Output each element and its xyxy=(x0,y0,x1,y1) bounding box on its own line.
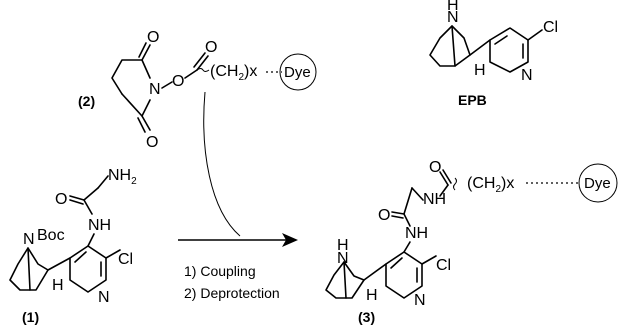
ester-carbonyl-2 xyxy=(193,52,206,68)
starting-material: NH2 O NH N Cl N Boc H (1) xyxy=(9,167,137,325)
imide-carbonyl-top-2 xyxy=(138,42,147,58)
amide-c-n-bond xyxy=(83,199,93,215)
label-epb: EPB xyxy=(458,92,487,108)
atom-n-pyridine-epb: N xyxy=(521,67,533,84)
wedge-start xyxy=(47,257,71,271)
pyridine-inner-epb-1 xyxy=(494,35,508,45)
linker-carbonyl-2 xyxy=(442,169,452,184)
dye-circle-reagent xyxy=(279,53,317,91)
dye-label-product: Dye xyxy=(584,175,611,192)
wedge-product xyxy=(363,263,387,281)
ester-carbonyl xyxy=(196,55,209,71)
amide-carbonyl-2 xyxy=(69,199,84,205)
atom-o-amide-product: O xyxy=(378,207,390,224)
nhs-ester-reagent: (2) O O N O O (CH2)x Dye xyxy=(78,29,317,151)
atom-nh-epb: N xyxy=(447,9,459,26)
atom-n-pyridine-product: N xyxy=(414,292,426,309)
product-amide-c-n xyxy=(403,213,411,227)
atom-h-start: H xyxy=(52,277,64,294)
reagent-curve xyxy=(203,91,241,237)
atom-o-imide-top: O xyxy=(147,29,159,46)
pyridine-ring-epb xyxy=(489,27,529,73)
pyridine-ring-product xyxy=(385,251,423,299)
product-amide-carbonyl-2 xyxy=(391,215,404,219)
atom-h-product: H xyxy=(366,287,378,304)
dye-label-reagent: Dye xyxy=(284,64,311,81)
epb-structure: N H H N Cl EPB xyxy=(429,0,558,108)
o-c-bond xyxy=(184,69,198,79)
atom-cl-start: Cl xyxy=(118,251,133,268)
amide-ch2-bond xyxy=(83,187,99,201)
nh-ch2-bond xyxy=(411,187,424,201)
boc-group: Boc xyxy=(37,227,65,244)
c-cl-bond-epb xyxy=(527,29,543,41)
imide-carbonyl-top xyxy=(141,44,151,61)
atom-o-imide-bottom: O xyxy=(146,134,158,151)
n-o-bond xyxy=(161,81,173,89)
ch2-amide-bond xyxy=(403,187,413,215)
label-product: (3) xyxy=(358,309,375,325)
bicycle-bridge-start xyxy=(27,247,31,291)
linker-carbonyl xyxy=(439,171,449,186)
wavy-bond xyxy=(196,68,210,72)
ch2-nh2-bond xyxy=(97,175,109,189)
atom-n-imide: N xyxy=(149,81,161,98)
condition-step-2: 2) Deprotection xyxy=(184,285,280,301)
linker-ch2-product: (CH2)x xyxy=(467,175,514,195)
bicycle-ring-start xyxy=(9,247,49,291)
atom-o-ester: O xyxy=(172,73,184,90)
product-nh-ring-bond xyxy=(403,241,411,253)
bicycle-ring-product xyxy=(325,261,365,299)
atom-n-pyridine-start: N xyxy=(98,289,110,306)
atom-nh-amide-product: NH xyxy=(405,225,428,242)
c-cl-bond-start xyxy=(105,249,121,259)
pyridine-inner-product-1 xyxy=(390,257,403,269)
atom-h-epb-top: H xyxy=(447,0,459,14)
atom-cl-product: Cl xyxy=(436,257,451,274)
linker-ch2: (CH2)x xyxy=(210,63,257,83)
condition-step-1: 1) Coupling xyxy=(184,263,256,279)
succinimide-ring xyxy=(111,59,151,95)
atom-n-boc: N xyxy=(23,231,35,248)
wedge-epb xyxy=(469,39,491,56)
atom-n-product-bicycle: N xyxy=(337,250,349,267)
bicycle-bridge-product xyxy=(343,261,347,299)
imide-carbonyl-bottom xyxy=(141,115,151,131)
product-amide-carbonyl xyxy=(391,211,405,215)
arrowhead xyxy=(282,233,298,247)
product: O (CH2)x Dye NH O NH N Cl H N H (3 xyxy=(325,159,618,325)
atom-nh-product-linker: NH xyxy=(423,191,446,208)
label-start: (1) xyxy=(22,309,39,325)
nh-ring-bond xyxy=(87,233,95,247)
succinimide-ring-lower xyxy=(121,93,151,117)
atom-nh2: NH2 xyxy=(108,167,137,187)
bicycle-bridge-epb xyxy=(451,25,456,67)
atom-o-amide-start: O xyxy=(55,191,67,208)
atom-o-product-linker: O xyxy=(429,159,441,176)
atom-nh-amide-start: NH xyxy=(88,217,111,234)
wavy-bond-product xyxy=(453,177,457,191)
pyridine-inner-start-1 xyxy=(74,251,87,263)
amide-carbonyl xyxy=(69,195,85,201)
atom-o-ester-carbonyl: O xyxy=(205,39,217,56)
pyridine-ring-start xyxy=(69,245,107,293)
dye-circle-product xyxy=(578,163,618,203)
label-reagent: (2) xyxy=(78,93,95,109)
reaction-arrow-group: 1) Coupling 2) Deprotection xyxy=(178,91,298,301)
linker-to-nh xyxy=(439,184,449,197)
atom-cl-epb: Cl xyxy=(543,19,558,36)
bicycle-ring-epb xyxy=(429,25,471,67)
c-cl-bond-product xyxy=(421,255,437,265)
atom-h-epb: H xyxy=(474,62,486,79)
atom-h-product-top: H xyxy=(337,237,349,254)
imide-carbonyl-bottom-2 xyxy=(137,117,146,133)
